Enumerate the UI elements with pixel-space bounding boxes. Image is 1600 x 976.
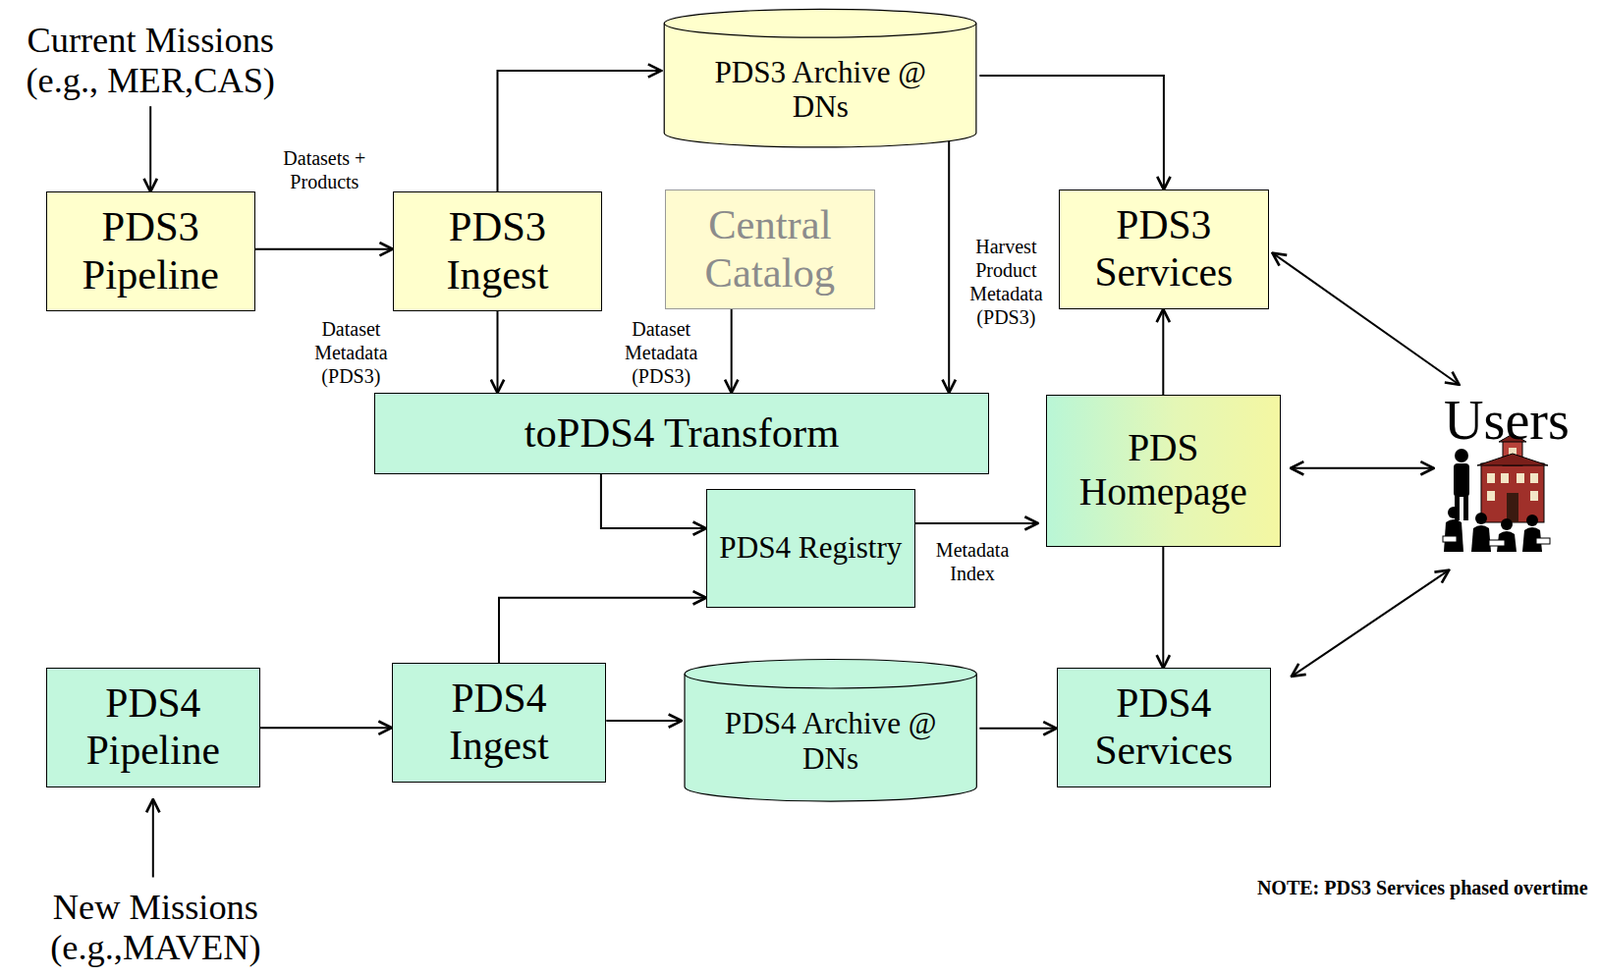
edge-label: Dataset Metadata (PDS3) [605,317,718,388]
node-label: PDS3 Services [1066,202,1261,297]
node-label: PDS3 Pipeline [54,203,248,300]
edge-label: Harvest Product Metadata (PDS3) [956,234,1055,330]
connector-arrow [1291,570,1449,677]
process-box: PDS4 Services [1056,667,1272,788]
cylinder-top [684,660,977,690]
connector-arrow [152,799,155,879]
connector-arrow [1290,467,1435,470]
process-box: toPDS4 Transform [374,392,989,475]
process-box: PDS3 Ingest [392,191,603,312]
process-box: PDS3 Services [1058,189,1269,310]
connector-arrow [496,311,499,393]
connector-arrow [730,309,733,393]
connector-arrow [947,137,950,393]
node-label: PDS Homepage [1053,426,1273,516]
node-label: PDS4 Pipeline [54,680,254,775]
connector-arrow [498,598,707,664]
users-icon [1441,434,1552,554]
process-box: PDS4 Registry [706,489,916,609]
process-box: PDS3 Pipeline [46,191,256,312]
connector-arrow [149,106,152,192]
process-box: PDS4 Ingest [391,662,607,783]
node-label: toPDS4 Transform [524,409,840,458]
node-label: New Missions (e.g.,MAVEN) [22,887,288,971]
node-label: PDS4 Ingest [399,675,600,771]
process-box: PDS4 Pipeline [46,667,262,788]
archive-cylinder: PDS3 Archive @ DNs [661,7,980,149]
actor-node: Users [1443,392,1598,556]
connector-arrow [979,727,1056,730]
node-label: Users [1443,392,1570,448]
node-label: Central Catalog [672,201,867,298]
node-label: PDS4 Archive @ DNs [723,706,938,777]
connector-arrow [1272,253,1460,386]
connector-arrow [1161,309,1164,395]
connector-arrow [260,726,392,729]
process-box: PDS Homepage [1046,394,1281,548]
cylinder-top [663,9,977,39]
connector-arrow [255,248,393,251]
archive-cylinder: PDS4 Archive @ DNs [681,658,980,804]
node-label: PDS3 Ingest [400,203,595,300]
edge-label: Datasets + Products [258,146,391,194]
connector-arrow [497,70,663,192]
cylinder-body [663,23,977,148]
edge-label: Dataset Metadata (PDS3) [294,317,407,388]
connector-arrow [979,75,1164,190]
cylinder-body [684,673,977,802]
node-label: PDS4 Registry [718,530,902,566]
connector-arrow [915,522,1039,525]
node-label: PDS3 Archive @ DNs [703,55,938,126]
actor-node: New Missions (e.g.,MAVEN) [14,880,296,976]
edge-label: Metadata Index [921,538,1024,586]
actor-node: Current Missions (e.g., MER,CAS) [0,11,302,111]
process-box: Central Catalog [664,189,875,310]
connector-arrow [606,719,682,722]
connector-arrow [601,474,707,529]
node-label: PDS4 Services [1064,680,1265,775]
connector-arrow [1161,547,1164,669]
node-label: Current Missions (e.g., MER,CAS) [7,20,294,104]
note-text: NOTE: PDS3 Services phased overtime [1257,875,1590,901]
